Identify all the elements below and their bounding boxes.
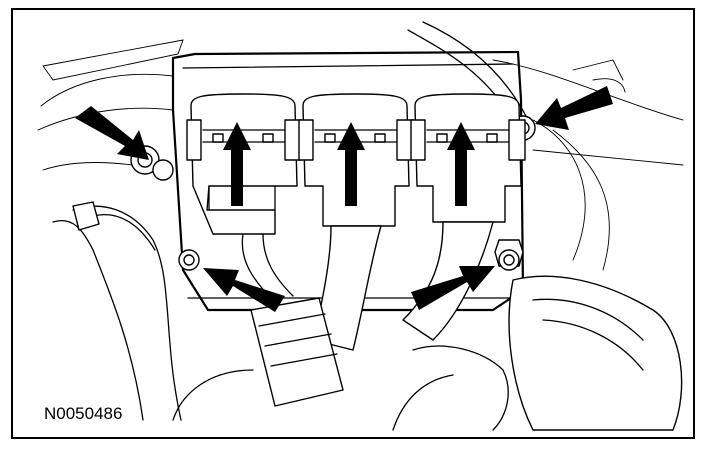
arrow-bolt-upper-right [535, 86, 613, 130]
pcm-connector-illustration [37, 21, 684, 431]
figure-id-label: N0050486 [42, 404, 125, 424]
illustration-frame: N0050486 [11, 8, 695, 439]
connector-left [186, 93, 302, 235]
wiring-harness [52, 201, 683, 431]
arrow-bolt-lower-left [203, 268, 285, 312]
arrow-up-left-connector [223, 122, 251, 206]
bolt-lower-left [178, 249, 200, 271]
arrow-up-center-connector [337, 122, 365, 206]
bolt-lower-right [494, 239, 524, 271]
connector-right [410, 93, 526, 223]
arrow-bolt-lower-right [411, 266, 495, 310]
callout-arrows [75, 86, 613, 312]
arrow-up-right-connector [447, 122, 475, 206]
arrow-bolt-upper-left [75, 106, 149, 160]
